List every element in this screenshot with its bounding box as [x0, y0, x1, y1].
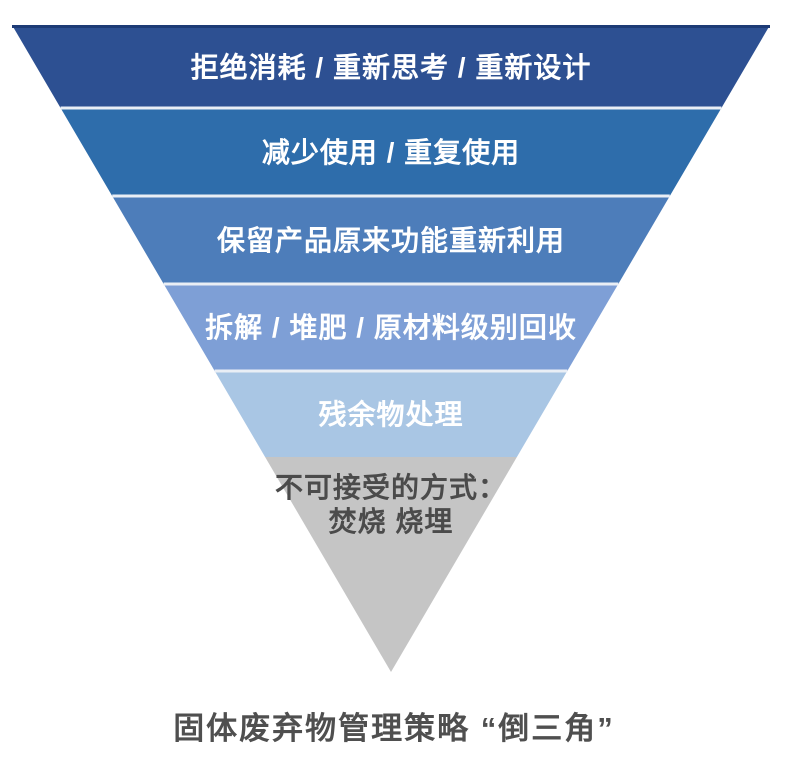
pyramid-layer-1 — [12, 25, 770, 108]
pyramid-layer-3-label: 保留产品原来功能重新利用 — [217, 225, 565, 256]
pyramid-layer-4-label: 拆解 / 堆肥 / 原材料级别回收 — [205, 312, 577, 343]
pyramid-layer-1-label: 拒绝消耗 / 重新思考 / 重新设计 — [191, 51, 592, 83]
pyramid-layer-5-label: 残余物处理 — [318, 398, 463, 430]
inverted-pyramid-diagram: 拒绝消耗 / 重新思考 / 重新设计 减少使用 / 重复使用 保留产品原来功能重… — [12, 25, 770, 672]
pyramid-layer-2 — [60, 108, 722, 196]
pyramid-layer-5 — [214, 371, 568, 457]
diagram-caption: 固体废弃物管理策略 “倒三角” — [173, 711, 615, 746]
pyramid-layer-6-label-line2: 焚烧 烧埋 — [329, 506, 454, 537]
pyramid-layer-6 — [265, 457, 517, 672]
pyramid-layer-3 — [112, 196, 670, 284]
pyramid-layer-6-label-line1: 不可接受的方式： — [275, 471, 507, 503]
pyramid-layer-4 — [163, 284, 619, 371]
pyramid-layer-2-label: 减少使用 / 重复使用 — [262, 137, 520, 168]
